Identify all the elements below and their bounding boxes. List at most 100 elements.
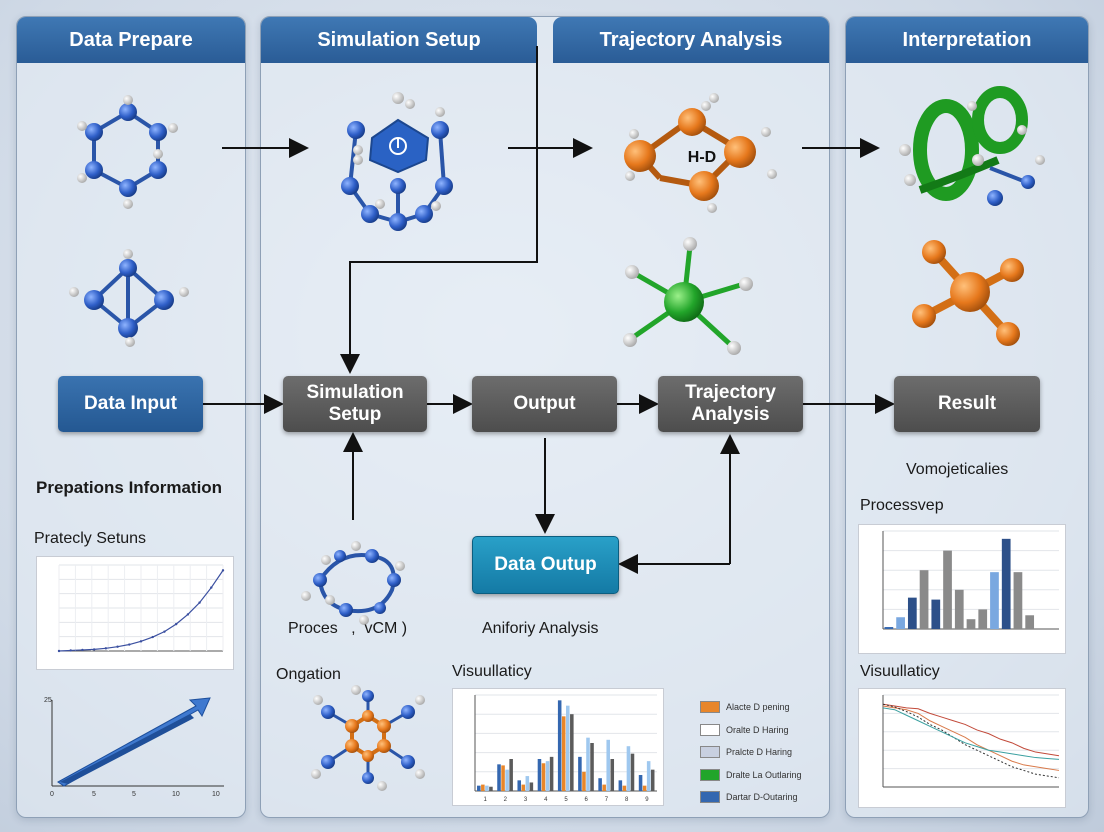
decay-line-chart xyxy=(858,688,1066,808)
molecule-ring-icon xyxy=(624,93,777,213)
panel-title: Trajectory Analysis xyxy=(553,17,829,63)
growth-line-chart xyxy=(36,556,234,670)
aniforiy-analysis-label: Aniforiy Analysis xyxy=(482,620,599,637)
visuullaticy-label: Visuullaticy xyxy=(452,663,532,680)
bar xyxy=(606,739,610,791)
bar xyxy=(1001,538,1011,629)
bar xyxy=(517,780,522,791)
molecule-cluster-icon xyxy=(311,685,425,791)
data-point xyxy=(163,630,166,633)
bar xyxy=(943,550,952,629)
ongation-label: Ongation xyxy=(276,666,341,683)
data-point xyxy=(92,648,96,651)
process-vcm-label: Proces , vCM ) xyxy=(288,620,408,637)
tick-label: 25 xyxy=(44,697,52,704)
tick-label: 10 xyxy=(212,791,220,798)
bar xyxy=(884,627,894,629)
bar xyxy=(505,769,509,791)
output-node[interactable]: Output xyxy=(472,376,617,432)
bar xyxy=(1025,615,1035,629)
bar xyxy=(586,737,590,791)
simulation-setup-node[interactable]: Simulation Setup xyxy=(283,376,427,432)
legend-label: Dralte La Outlaring xyxy=(726,769,802,780)
data-point xyxy=(210,586,213,589)
bar xyxy=(541,763,546,791)
bar xyxy=(919,570,929,629)
legend-swatch xyxy=(700,746,720,759)
panel-data-prepare: Data Prepare xyxy=(16,16,246,818)
prep-info-label: Prepations Information xyxy=(36,478,223,497)
molecule-orange-icon xyxy=(912,240,1024,346)
vomojeticalies-label: Vomojeticalies xyxy=(906,461,1009,478)
bar xyxy=(602,784,606,791)
series-line xyxy=(882,707,1060,760)
legend-label: Pralcte D Haring xyxy=(726,747,793,758)
data-input-node[interactable]: Data Input xyxy=(58,376,203,432)
legend-item: Oralte D Haring xyxy=(700,719,802,742)
legend-swatch xyxy=(700,723,720,736)
result-node[interactable]: Result xyxy=(894,376,1040,432)
bar xyxy=(990,572,999,629)
bar xyxy=(642,785,647,791)
molecule-hexagon-icon xyxy=(77,95,178,209)
bar xyxy=(646,761,651,791)
data-point xyxy=(69,649,72,652)
tick-label: 1 xyxy=(483,797,487,803)
data-point xyxy=(174,622,178,626)
legend-item: Alacte D pening xyxy=(700,696,802,719)
data-point xyxy=(198,601,201,604)
legend-label: Oralte D Haring xyxy=(726,724,789,735)
data-point xyxy=(186,613,190,616)
prately-setuns-label: Pratecly Setuns xyxy=(34,530,147,547)
bar xyxy=(650,769,655,791)
data-point xyxy=(151,635,154,639)
data-point xyxy=(128,643,131,646)
visuullaticy-label: Visuullaticy xyxy=(860,663,940,680)
bar xyxy=(537,759,542,791)
processvep-label: Processvep xyxy=(860,497,944,514)
molecule-green-icon xyxy=(623,237,753,355)
bar xyxy=(630,753,635,791)
bar xyxy=(1013,572,1023,629)
bar xyxy=(485,785,489,791)
bar xyxy=(557,700,562,791)
data-point xyxy=(57,649,61,653)
tick-label: 5 xyxy=(564,797,568,803)
series-line xyxy=(882,703,1060,757)
bar xyxy=(477,785,481,791)
bar xyxy=(638,775,643,791)
bar xyxy=(489,786,493,791)
feedback-connector xyxy=(340,46,538,374)
data-point xyxy=(116,645,119,648)
legend-swatch xyxy=(700,701,720,714)
data-point xyxy=(104,647,108,650)
legend-item: Dralte La Outlaring xyxy=(700,764,802,787)
protein-helix-icon xyxy=(899,86,1045,206)
molecule-tetrahedron-icon xyxy=(69,249,189,347)
data-output-node[interactable]: Data Outup xyxy=(472,536,619,594)
bar xyxy=(907,597,917,629)
series-line xyxy=(882,705,1060,771)
tick-label: 5 xyxy=(132,791,136,798)
tick-label: 8 xyxy=(625,797,629,803)
bar xyxy=(545,761,550,791)
tick-label: 7 xyxy=(605,797,609,803)
molecule-label: H-D xyxy=(688,149,716,166)
data-point xyxy=(221,569,225,572)
bar xyxy=(521,784,526,791)
trend-arrow-chart xyxy=(51,697,224,787)
bar xyxy=(525,776,530,791)
legend-item: Pralcte D Haring xyxy=(700,741,802,764)
panel-title: Simulation Setup xyxy=(261,17,537,63)
bar xyxy=(618,780,623,791)
bar xyxy=(578,756,582,791)
tick-label: 0 xyxy=(50,791,54,798)
bar xyxy=(931,599,941,629)
tick-label: 2 xyxy=(504,797,508,803)
bar xyxy=(529,782,534,791)
trajectory-analysis-node[interactable]: Trajectory Analysis xyxy=(658,376,803,432)
bar xyxy=(497,764,501,791)
panel-title: Interpretation xyxy=(846,17,1088,63)
